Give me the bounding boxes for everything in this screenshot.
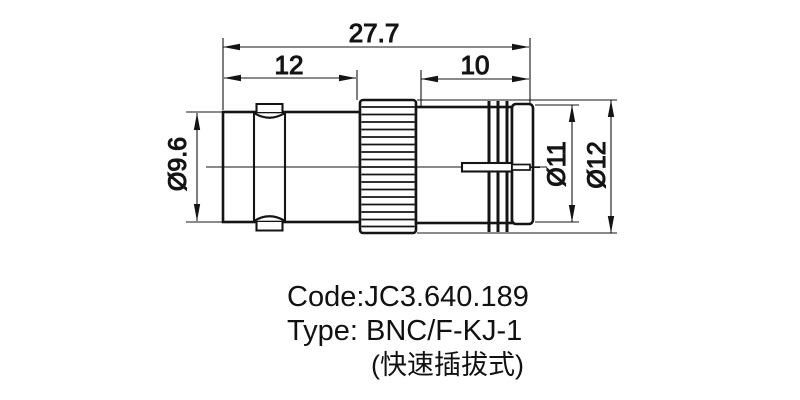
bayonet-lug-top	[255, 102, 284, 112]
bayonet-seat-top	[253, 112, 286, 119]
arrowhead	[224, 74, 241, 82]
dim-label-bnc-diameter: Ø9.6	[164, 137, 192, 191]
arrowhead	[568, 205, 576, 222]
dim-overall-length: 27.7	[222, 17, 531, 110]
center-pin	[460, 161, 540, 173]
dim-label-f-length: 10	[461, 50, 490, 80]
dim-bnc-length: 12	[224, 49, 358, 100]
bayonet-lug-bottom	[255, 222, 284, 232]
arrowhead	[193, 113, 201, 130]
arrowhead	[568, 105, 576, 122]
dim-label-f-outer-diameter: Ø12	[583, 141, 611, 188]
caption-code-line: Code:JC3.640.189	[287, 281, 529, 313]
dim-f-length: 10	[420, 49, 529, 106]
caption-type-line: Type: BNC/F-KJ-1	[287, 315, 523, 347]
arrowhead	[512, 75, 529, 83]
arrowhead	[339, 74, 356, 82]
caption-note-line: (快速插拔式)	[371, 350, 524, 380]
pin-body	[460, 161, 514, 173]
caption: Code:JC3.640.189 Type: BNC/F-KJ-1 (快速插拔式…	[287, 280, 529, 382]
pin-collar	[511, 163, 531, 171]
dim-label-bnc-length: 12	[275, 50, 304, 80]
arrowhead	[512, 43, 529, 51]
arrowhead	[223, 43, 240, 51]
dim-label-overall: 27.7	[349, 18, 400, 48]
dim-f-outer-diameter: Ø12	[417, 99, 617, 234]
dim-label-f-inner-diameter: Ø11	[543, 141, 571, 186]
arrowhead	[607, 100, 615, 117]
bayonet-seat-bottom	[253, 215, 286, 222]
arrowhead	[193, 204, 201, 221]
dim-bnc-diameter: Ø9.6	[163, 111, 226, 223]
arrowhead	[607, 216, 615, 233]
dim-f-inner-diameter: Ø11	[535, 104, 579, 223]
knurl-ridges	[361, 106, 415, 228]
arrowhead	[421, 75, 438, 83]
